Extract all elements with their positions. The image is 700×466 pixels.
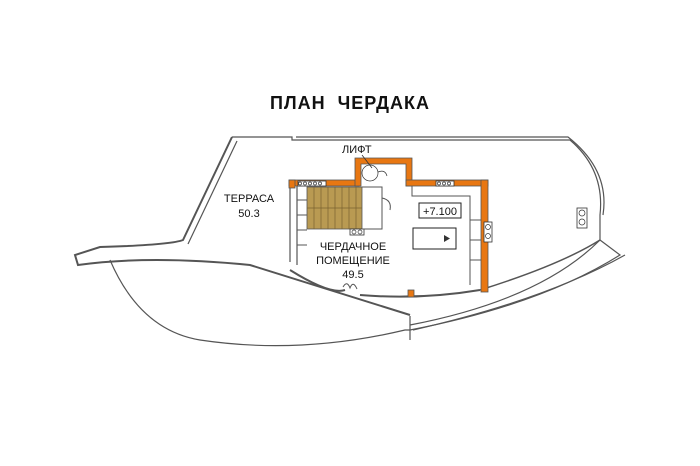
terrace-name: ТЕРРАСА (224, 193, 275, 205)
plan-title-text: ПЛАН ЧЕРДАКА (270, 93, 430, 113)
lift-label: ЛИФТ (342, 144, 372, 156)
elevation-box (418, 202, 462, 219)
fixture-rect (412, 227, 457, 250)
attic-name-line1: ЧЕРДАЧНОЕ (320, 241, 386, 253)
terrace-area: 50.3 (238, 208, 259, 220)
plan-title: ПЛАН ЧЕРДАКА (0, 93, 700, 114)
staircase (306, 186, 363, 230)
attic-south-wall (289, 269, 481, 298)
lift-car (361, 164, 379, 182)
lift-shaft-wall (354, 157, 413, 187)
elevation-label: +7.100 (423, 206, 457, 218)
attic-name-line2: ПОМЕЩЕНИЕ (316, 255, 390, 267)
attic-area: 49.5 (342, 269, 363, 281)
roof-outer-curve (296, 136, 605, 216)
